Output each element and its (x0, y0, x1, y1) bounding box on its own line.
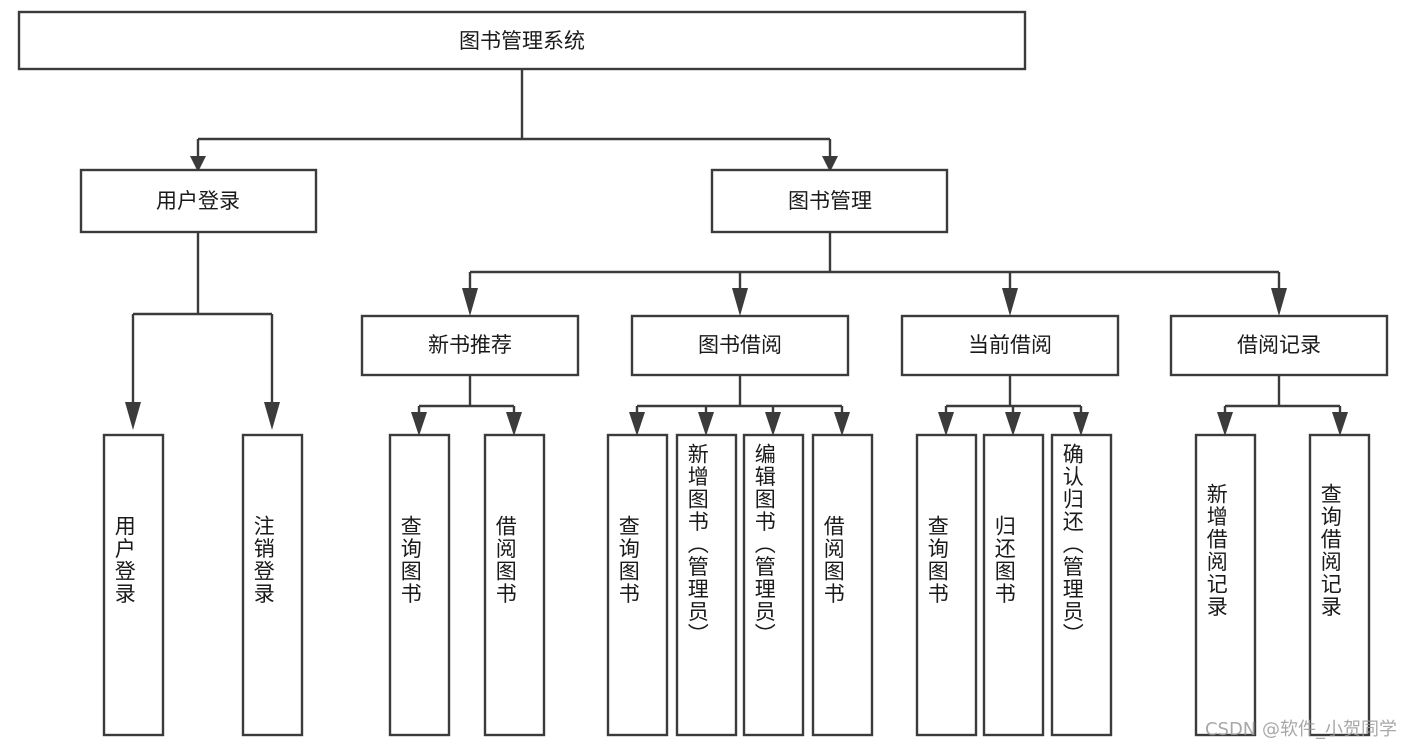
node-current-borrow-box[interactable] (900, 314, 1120, 377)
node-borrow-record-label: 借阅记录 (1237, 333, 1321, 357)
arrow-head-leaf-query-book-2 (629, 412, 645, 436)
leaf-box-query-book-2[interactable] (606, 433, 669, 737)
node-root-system-label: 图书管理系统 (459, 29, 585, 53)
connector-current-borrow-to-leaves (944, 375, 1083, 414)
arrow-head-leaf-query-book-3 (938, 412, 954, 436)
node-current-borrow[interactable]: 当前借阅 (900, 314, 1120, 377)
node-book-management[interactable]: 图书管理 (710, 168, 949, 234)
connector-borrow-record-to-leaves (1223, 375, 1342, 414)
arrow-head-leaf-query-record (1332, 412, 1348, 436)
leaf-box-add-book[interactable] (675, 433, 738, 737)
arrow-head-leaf-query-book-1 (411, 412, 427, 436)
leaf-box-add-record[interactable] (1194, 433, 1257, 737)
arrow-head-to-borrow-record (1271, 288, 1287, 316)
arrow-head-leaf-add-book (698, 412, 714, 436)
node-book-borrow-box[interactable] (630, 314, 850, 377)
node-borrow-record-box[interactable] (1169, 314, 1389, 377)
connector-book-borrow-to-leaves (635, 375, 844, 414)
leaf-box-query-book-1[interactable] (388, 433, 451, 737)
leaf-box-layer (102, 433, 1371, 737)
leaf-box-confirm-return[interactable] (1050, 433, 1113, 737)
arrow-head-leaf-confirm-return (1073, 412, 1089, 436)
arrow-head-leaf-add-record (1217, 412, 1233, 436)
node-user-login-label: 用户登录 (156, 189, 240, 213)
connector-layer (125, 69, 1348, 436)
arrow-head-leaf-borrow-book-1 (506, 412, 522, 436)
arrow-head-to-user-login (190, 156, 206, 172)
leaf-box-user-login[interactable] (102, 433, 165, 737)
leaf-box-query-book-3[interactable] (915, 433, 978, 737)
leaf-box-query-record[interactable] (1308, 433, 1371, 737)
node-current-borrow-label: 当前借阅 (968, 333, 1052, 357)
arrow-head-to-book-manage (822, 156, 838, 172)
node-user-login[interactable]: 用户登录 (79, 168, 318, 234)
arrow-head-to-current-borrow (1002, 288, 1018, 316)
node-borrow-record[interactable]: 借阅记录 (1169, 314, 1389, 377)
node-root-system-box[interactable] (17, 10, 1027, 71)
arrow-head-to-book-borrow (732, 288, 748, 316)
node-book-borrow[interactable]: 图书借阅 (630, 314, 850, 377)
arrow-head-leaf-borrow-book-2 (834, 412, 850, 436)
leaf-box-borrow-book-2[interactable] (811, 433, 874, 737)
connector-root-to-level2 (196, 69, 832, 158)
leaf-box-return-book[interactable] (982, 433, 1045, 737)
node-new-book-recommend[interactable]: 新书推荐 (360, 314, 580, 377)
node-new-book-recommend-label: 新书推荐 (428, 333, 512, 357)
arrow-head-leaf-edit-book (765, 412, 781, 436)
node-book-management-box[interactable] (710, 168, 949, 234)
leaf-box-logout[interactable] (241, 433, 304, 737)
node-book-management-label: 图书管理 (788, 189, 872, 213)
arrow-head-leaf-return-book (1005, 412, 1021, 436)
node-root-system[interactable]: 图书管理系统 (17, 10, 1027, 71)
arrow-head-leaf-user-login (125, 402, 141, 430)
connector-user-login-to-leaves (131, 232, 274, 404)
arrow-head-to-new-book (462, 288, 478, 316)
leaf-box-borrow-book-1[interactable] (483, 433, 546, 737)
node-new-book-recommend-box[interactable] (360, 314, 580, 377)
node-book-borrow-label: 图书借阅 (698, 333, 782, 357)
node-user-login-box[interactable] (79, 168, 318, 234)
arrow-head-leaf-logout (264, 402, 280, 430)
leaf-box-edit-book[interactable] (742, 433, 805, 737)
connector-book-manage-to-level3 (468, 232, 1281, 290)
connector-new-book-to-leaves (417, 375, 516, 414)
watermark-text: CSDN @软件_小贺同学 (1204, 719, 1397, 740)
